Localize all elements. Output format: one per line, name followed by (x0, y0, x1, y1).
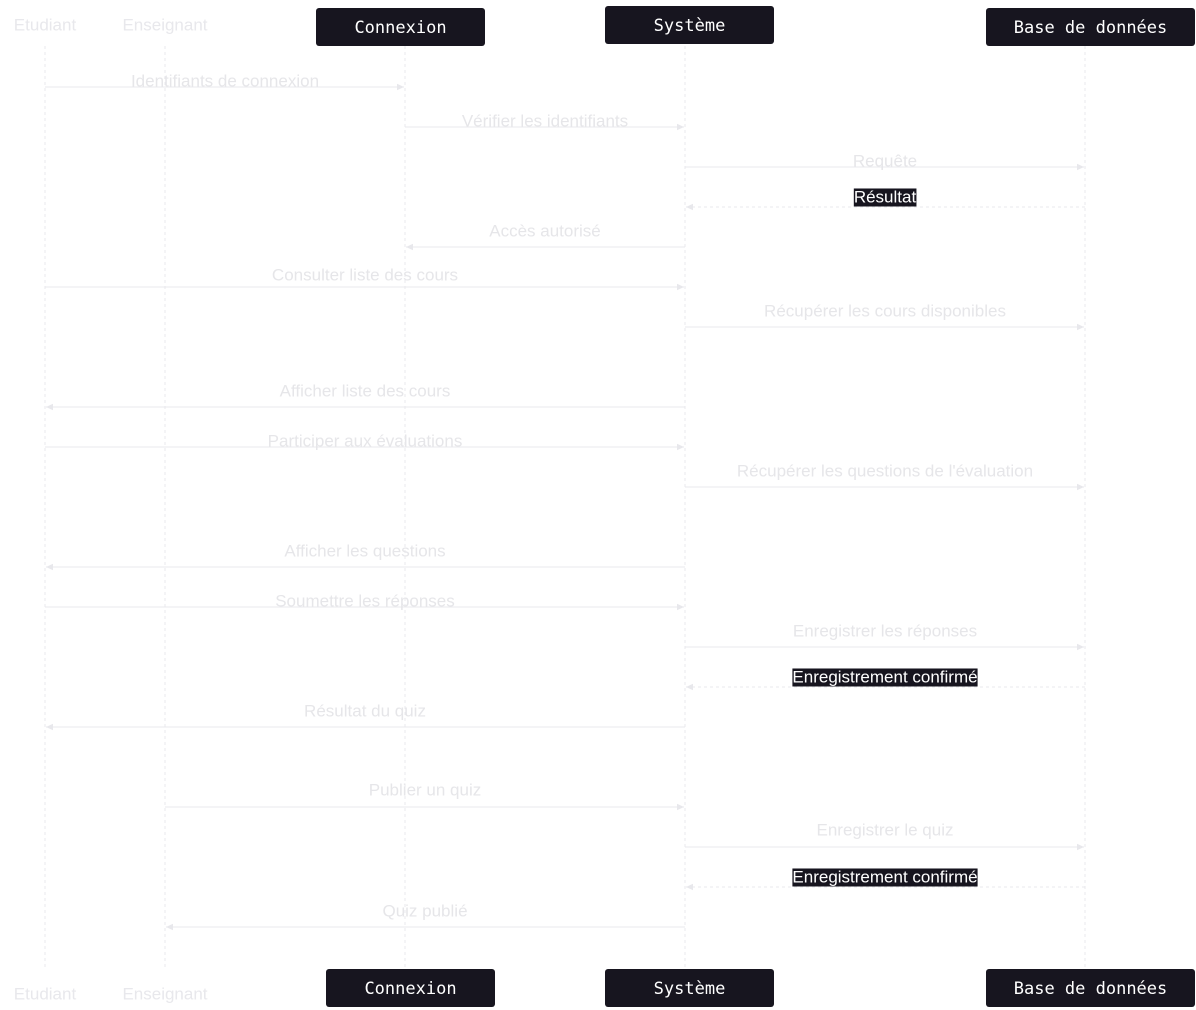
participant-box-bg (986, 8, 1195, 46)
participant-box-bg (605, 969, 774, 1007)
message-5: Accès autorisé (406, 221, 685, 251)
message-17: Enregistrer le quiz (685, 820, 1084, 851)
message-9: Participer aux évaluations (45, 431, 684, 450)
participant-label-bottom-bdd: Base de données (1014, 979, 1168, 999)
message-10: Récupérer les questions de l'évaluation (685, 461, 1084, 491)
reply-label-bg (792, 868, 978, 887)
message-2: Vérifier les identifiants (405, 111, 684, 130)
message-label: Afficher les questions (284, 541, 445, 560)
participant-box-bottom-bdd: Base de données (986, 969, 1195, 1007)
message-18: Enregistrement confirmé (686, 867, 1085, 891)
participant-label-top-bdd: Base de données (1014, 18, 1168, 38)
message-13: Enregistrer les réponses (685, 621, 1084, 651)
message-label: Récupérer les cours disponibles (764, 301, 1006, 320)
message-14: Enregistrement confirmé (686, 667, 1085, 691)
reply-label-bg (792, 668, 978, 687)
message-label: Soumettre les réponses (275, 591, 455, 610)
message-6: Consulter liste des cours (45, 265, 684, 291)
message-label: Participer aux évaluations (268, 431, 463, 450)
participant-box-bg (326, 969, 495, 1007)
participant-box-bg (605, 6, 774, 44)
participant-label-top-systeme: Système (654, 16, 726, 36)
message-label: Récupérer les questions de l'évaluation (737, 461, 1033, 480)
reply-label: Enregistrement confirmé (792, 667, 977, 686)
message-1: Identifiants de connexion (45, 71, 404, 90)
message-4: Résultat (686, 187, 1085, 211)
message-label: Résultat du quiz (304, 701, 426, 720)
reply-label-bg (853, 188, 917, 207)
message-label: Vérifier les identifiants (462, 111, 628, 130)
reply-label: Résultat (854, 187, 917, 206)
message-3: Requête (685, 151, 1084, 170)
message-15: Résultat du quiz (46, 701, 685, 731)
message-8: Afficher liste des cours (46, 381, 685, 411)
message-11: Afficher les questions (46, 541, 685, 571)
message-label: Enregistrer les réponses (793, 621, 977, 640)
participant-box-top-bdd: Base de données (986, 8, 1195, 46)
participant-label-top-connexion: Connexion (354, 18, 446, 38)
message-label: Consulter liste des cours (272, 265, 458, 284)
participant-box-bg (986, 969, 1195, 1007)
message-label: Quiz publié (382, 901, 467, 920)
message-label: Afficher liste des cours (280, 381, 451, 400)
participant-label-bottom-systeme: Système (654, 979, 726, 999)
message-12: Soumettre les réponses (45, 591, 684, 610)
message-label: Enregistrer le quiz (816, 820, 953, 839)
message-16: Publier un quiz (165, 780, 684, 811)
participant-box-bottom-systeme: Système (605, 969, 774, 1007)
message-label: Identifiants de connexion (131, 71, 319, 90)
participant-box-top-systeme: Système (605, 6, 774, 44)
participant-top-etudiant: Etudiant (14, 15, 77, 34)
participant-bottom-etudiant: Etudiant (14, 984, 77, 1003)
participant-box-top-connexion: Connexion (316, 8, 485, 46)
participant-bottom-enseignant: Enseignant (122, 984, 207, 1003)
message-label: Accès autorisé (489, 221, 601, 240)
message-19: Quiz publié (166, 901, 685, 931)
participant-label-bottom-connexion: Connexion (364, 979, 456, 999)
message-7: Récupérer les cours disponibles (685, 301, 1084, 331)
message-label: Requête (853, 151, 917, 170)
participant-box-bottom-connexion: Connexion (326, 969, 495, 1007)
participant-box-bg (316, 8, 485, 46)
participant-top-enseignant: Enseignant (122, 15, 207, 34)
message-label: Publier un quiz (369, 780, 481, 799)
reply-label: Enregistrement confirmé (792, 867, 977, 886)
